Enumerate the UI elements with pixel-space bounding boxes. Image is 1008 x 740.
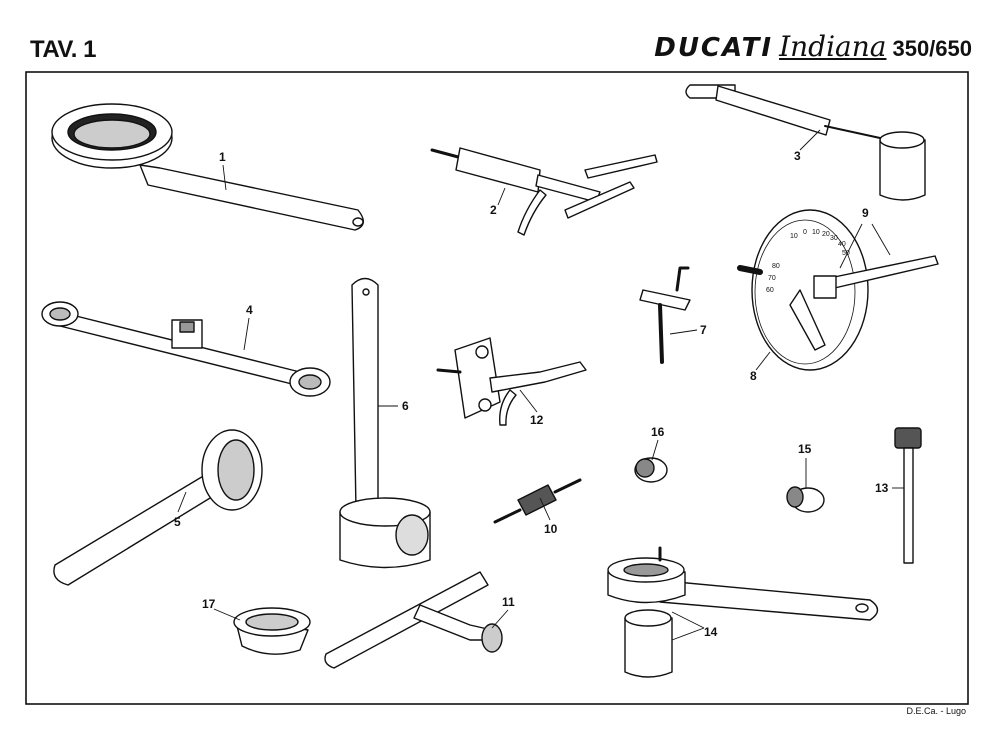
dial-mark: 10 [812, 229, 820, 236]
tool-5-peg-wrench [53, 429, 263, 586]
callout-10: 10 [544, 522, 558, 536]
callout-2: 2 [490, 203, 497, 217]
callout-1: 1 [219, 150, 226, 164]
dial-mark: 60 [766, 287, 774, 294]
callout-8: 8 [750, 369, 757, 383]
dial-mark: 20 [822, 231, 830, 238]
tool-7-bent-pin [639, 266, 691, 364]
callout-3: 3 [794, 149, 801, 163]
callout-17: 17 [202, 597, 216, 611]
callout-16: 16 [651, 425, 665, 439]
leader-lines [177, 129, 904, 641]
displacement-label: 350/650 [892, 36, 972, 61]
callout-11: 11 [502, 595, 515, 609]
callout-7: 7 [700, 323, 707, 337]
degree-wheel-scale: 10 0 10 20 30 40 50 60 70 80 [766, 229, 850, 294]
callout-4: 4 [246, 303, 253, 317]
dial-mark: 50 [842, 250, 850, 257]
tool-4-double-ring-spanner [41, 301, 331, 397]
callout-13: 13 [875, 481, 889, 495]
tool-8-degree-wheel [737, 209, 869, 371]
tool-10-knurled-driver [493, 478, 582, 524]
dial-mark: 40 [838, 241, 846, 248]
tool-13-long-pin [894, 427, 922, 564]
tool-16-cap [634, 457, 668, 483]
dial-mark: 10 [790, 233, 798, 240]
tool-15-plug [786, 486, 825, 513]
plate-frame [25, 71, 969, 705]
tool-3-cup-puller [685, 84, 926, 201]
tool-12-plate-puller [436, 337, 587, 426]
tool-9-timing-handle [789, 255, 939, 351]
dial-mark: 30 [830, 235, 838, 242]
plate-title: TAV. 1 [30, 36, 96, 63]
callout-9: 9 [862, 206, 869, 220]
brand-header: DUCATI Indiana 350/650 [654, 30, 972, 63]
tool-2-puller [430, 147, 658, 236]
tool-14-socket-wrench [607, 546, 879, 678]
tool-6-socket-lever [339, 277, 431, 569]
tool-1-ring-wrench [51, 103, 364, 231]
dial-mark: 70 [768, 275, 776, 282]
tool-17-cup-tool [233, 607, 311, 655]
callout-5: 5 [174, 515, 181, 529]
callout-12: 12 [530, 413, 544, 427]
dial-mark: 0 [803, 229, 807, 236]
callout-14: 14 [704, 625, 718, 639]
model-name: Indiana [779, 30, 887, 63]
tool-11-t-box-spanner [324, 571, 503, 669]
callout-6: 6 [402, 399, 409, 413]
dial-mark: 80 [772, 263, 780, 270]
callout-15: 15 [798, 442, 812, 456]
callout-numbers: 1 2 3 4 5 6 7 8 9 10 11 12 13 14 15 16 1… [174, 149, 889, 639]
brand-name: DUCATI [654, 33, 774, 63]
footer-credit: D.E.Ca. - Lugo [906, 706, 966, 716]
